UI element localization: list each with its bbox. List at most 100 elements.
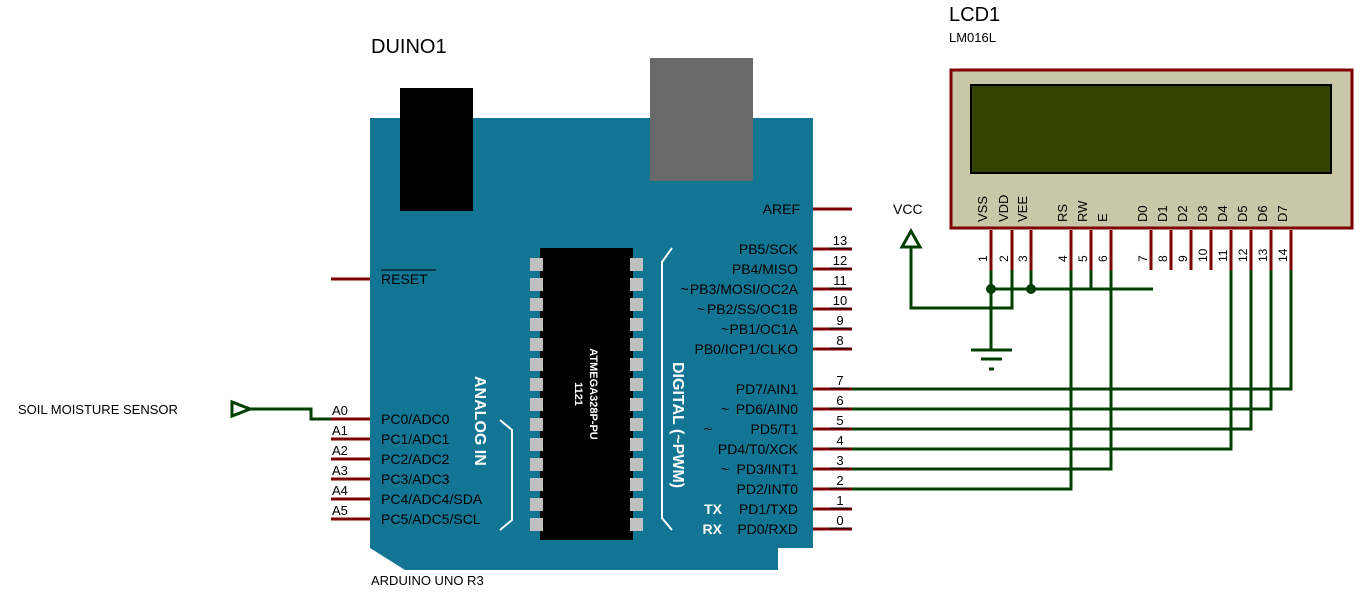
digital-pin-number: 13 [833,233,847,248]
chip-pin-pad [530,478,543,491]
chip-pin-pad [630,298,643,311]
lcd-pin-number: 2 [997,255,1011,262]
usb-connector [650,58,753,181]
analog-in-label: ANALOG IN [471,376,488,466]
digital-pin-name: PD4/T0/XCK [718,441,799,457]
digital-pin-name: PD1/TXD [739,501,798,517]
lcd-pin-name: VSS [975,196,990,222]
lcd-pin-number: 10 [1196,248,1210,262]
reset-label: RESET [381,271,428,287]
digital-pin-number: 1 [836,493,843,508]
digital-pin-group: 13PB5/SCK12PB4/MISO11PB3/MOSI/OC2A~10PB2… [681,233,852,537]
analog-pin-name: PC1/ADC1 [381,431,450,447]
chip-pin-pad [530,298,543,311]
arduino-ref-label: DUINO1 [371,36,447,58]
chip-pin-pad [530,358,543,371]
lcd-pin-name: E [1095,213,1110,222]
chip-pin-pad [530,498,543,511]
wire-rs-d2 [852,270,1073,491]
arduino-model-label: ARDUINO UNO R3 [371,573,484,588]
lcd-pin-number: 3 [1016,255,1030,262]
junction-dot [986,284,996,294]
digital-pin-name: PB2/SS/OC1B [707,301,798,317]
chip-pin-pad [530,258,543,271]
digital-pin-name: PD5/T1 [751,421,799,437]
chip-pin-pad [630,318,643,331]
ground-icon [971,348,1012,371]
chip-pin-pad [530,518,543,531]
analog-pin-number: A5 [332,503,348,518]
digital-pin-number: 8 [836,333,843,348]
digital-pin-number: 12 [833,253,847,268]
lcd-pin-number: 7 [1136,255,1150,262]
digital-bracket [661,247,673,531]
wire-d7-d7 [852,270,1293,391]
digital-pin-number: 9 [836,313,843,328]
lcd-pin-name: RS [1055,204,1070,222]
chip-pin-pad [630,338,643,351]
digital-pin-prefix: RX [703,521,723,537]
chip-pin-pad [630,358,643,371]
lcd-screen [970,84,1332,174]
lcd-module[interactable]: VSS1VDD2VEE3RS4RW5E6D07D18D29D310D411D51… [949,68,1354,270]
digital-pin-name: PB4/MISO [732,261,798,277]
analog-pin-name: PC5/ADC5/SCL [381,511,481,527]
wire-e-d3 [852,270,1113,471]
lcd-ref-label: LCD1 [949,4,1000,26]
lcd-pin-number: 1 [976,255,990,262]
chip-pin-pad [630,458,643,471]
analog-pin-number: A1 [332,423,348,438]
chip-pin-pad [630,478,643,491]
analog-pin-number: A0 [332,403,348,418]
vcc-label: VCC [893,201,923,217]
lcd-pin-name: D0 [1135,205,1150,222]
chip-pin-pad [630,418,643,431]
digital-pin-prefix: ~ [697,301,705,317]
digital-pin-name: PD2/INT0 [737,481,799,497]
digital-pin-number: 11 [833,273,847,288]
wire-d6-d6 [852,270,1273,411]
chip-pin-pad [630,438,643,451]
arduino-board[interactable]: 1121 ATMEGA328P-PU ANALOG IN DIGITAL (~P… [331,58,852,570]
digital-pin-number: 3 [836,453,843,468]
lcd-pin-number: 4 [1056,255,1070,262]
digital-pin-number: 4 [836,433,843,448]
wire-d5-d5 [852,270,1253,431]
lcd-pin-name: D7 [1275,205,1290,222]
wire-d4-d4 [852,270,1233,451]
chip-pins [530,258,643,531]
lcd-pin-name: D5 [1235,205,1250,222]
lcd-pin-name: D1 [1155,205,1170,222]
digital-pin-prefix: TX [704,501,723,517]
power-jack [400,88,473,211]
analog-pin-name: PC3/ADC3 [381,471,450,487]
analog-bracket [499,419,513,531]
chip-name: ATMEGA328P-PU [587,348,599,440]
lcd-data-wires [852,270,1293,491]
lcd-pin-name: RW [1075,200,1090,222]
lcd-pin-name: VDD [996,195,1011,222]
sensor-input-terminal-icon[interactable] [230,399,255,419]
digital-pin-name: PD6/AIN0 [736,401,798,417]
chip-pin-pad [530,318,543,331]
digital-pin-number: 7 [836,373,843,388]
lcd-pin-number: 9 [1176,255,1190,262]
chip-pin-pad [630,278,643,291]
aref-label: AREF [763,201,800,217]
digital-pin-prefix: ~ [704,421,712,437]
lcd-pin-name: D3 [1195,205,1210,222]
lcd-pin-number: 14 [1276,248,1290,262]
digital-pin-number: 0 [836,513,843,528]
analog-pin-name: PC0/ADC0 [381,411,450,427]
analog-pin-number: A3 [332,463,348,478]
lcd-pin-number: 11 [1216,249,1230,262]
digital-pin-name: PD0/RXD [737,521,798,537]
lcd-pin-number: 6 [1096,255,1110,262]
chip-pin-pad [630,498,643,511]
lcd-pin-name: D6 [1255,205,1270,222]
digital-pin-prefix: ~ [721,401,729,417]
digital-pin-prefix: ~ [721,321,729,337]
digital-pin-prefix: ~ [681,281,689,297]
chip-pin-pad [530,458,543,471]
